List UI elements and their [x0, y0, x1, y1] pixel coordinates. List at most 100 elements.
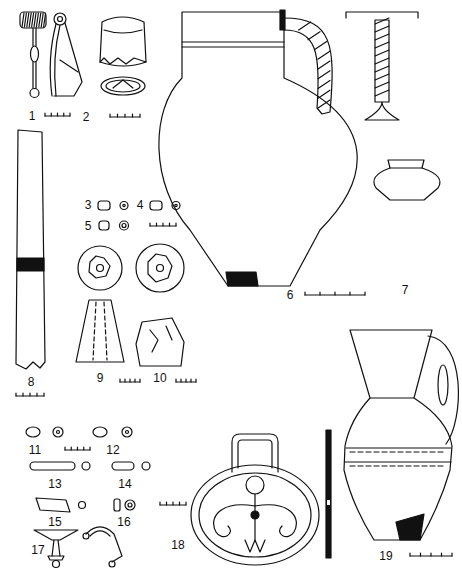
drawing-stroke [420, 553, 421, 556]
drawing-stroke [97, 265, 104, 272]
drawing-stroke [101, 77, 145, 95]
drawing-stroke [345, 461, 451, 462]
drawing-stroke [344, 330, 452, 540]
drawing-stroke [26, 427, 40, 437]
callout-number: 3 [84, 199, 93, 211]
drawing-stroke [82, 462, 90, 470]
drawing-stroke [17, 258, 44, 271]
drawing-stroke [106, 80, 140, 92]
drawing-stroke [139, 379, 140, 382]
drawing-stroke [126, 431, 129, 434]
drawing-stroke [346, 447, 451, 448]
drawing-stroke [428, 336, 458, 444]
drawing-stroke [375, 74, 389, 80]
drawing-stroke [159, 502, 160, 505]
drawing-stroke [76, 300, 124, 362]
callout-number: 5 [84, 220, 93, 232]
drawing-stroke [93, 302, 107, 360]
drawing-stroke [120, 202, 128, 210]
drawing-stroke [20, 12, 46, 28]
drawing-stroke [109, 561, 115, 567]
object-9 [76, 246, 124, 362]
drawing-stroke [375, 58, 389, 64]
drawing-stroke [199, 473, 311, 557]
drawing-stroke [43, 393, 44, 396]
drawing-stroke [375, 66, 389, 72]
drawing-stroke [438, 365, 448, 405]
drawing-stroke [50, 24, 60, 96]
drawing-stroke [349, 292, 350, 295]
drawing-stroke [113, 80, 133, 88]
drawing-stroke [112, 462, 134, 470]
drawing-stroke [58, 17, 63, 22]
callout-number: 16 [116, 516, 131, 528]
callout-number: 19 [378, 550, 393, 562]
drawing-stroke [29, 13, 31, 27]
drawing-stroke [109, 114, 110, 117]
drawing-stroke [299, 22, 311, 30]
drawing-stroke [90, 531, 110, 536]
drawing-stroke [375, 50, 389, 56]
drawing-stroke [166, 502, 167, 505]
pieces-15-16 [36, 498, 135, 512]
drawing-stroke [182, 46, 284, 47]
drawing-stroke [319, 292, 320, 295]
drawing-stroke [451, 553, 452, 556]
drawing-stroke [150, 326, 172, 352]
drawing-stroke [98, 201, 110, 210]
drawing-stroke [430, 553, 431, 556]
drawing-stroke [79, 502, 86, 509]
drawing-stroke [36, 393, 37, 396]
drawing-stroke [284, 18, 332, 114]
drawing-stroke [149, 223, 150, 226]
drawing-stroke [15, 393, 16, 396]
drawing-stroke [136, 244, 184, 292]
drawing-stroke [34, 13, 36, 27]
drawing-stroke [179, 502, 180, 505]
callout-number: 15 [47, 516, 62, 528]
drawing-stroke [375, 42, 389, 48]
drawing-stroke [375, 20, 389, 102]
drawing-stroke [334, 292, 335, 295]
drawing-stroke [318, 61, 330, 69]
drawing-stroke [238, 440, 272, 468]
drawing-stroke [22, 13, 24, 27]
drawing-stroke [33, 62, 36, 88]
drawing-stroke [304, 292, 305, 295]
drawing-stroke [99, 221, 109, 230]
drawing-stroke [350, 452, 446, 466]
drawing-stroke [375, 18, 389, 24]
drawing-stroke [78, 246, 122, 290]
drawing-stroke [48, 556, 64, 560]
drawing-stroke [57, 431, 60, 434]
drawing-stroke [172, 202, 180, 210]
drawing-stroke [125, 500, 135, 510]
drawing-stroke [175, 204, 177, 206]
jug-6 [159, 10, 418, 286]
callout-number: 4 [136, 199, 145, 211]
tube-8 [16, 130, 45, 369]
callout-number: 13 [47, 478, 62, 490]
drawing-stroke [175, 379, 176, 382]
drawing-stroke [77, 447, 78, 450]
callout-number: 9 [96, 372, 105, 384]
object-2 [100, 17, 146, 95]
drawing-stroke [117, 114, 118, 117]
callout-number: 11 [28, 444, 42, 456]
drawing-stroke [318, 100, 330, 108]
drawing-stroke [315, 42, 327, 50]
callout-number: 8 [27, 376, 36, 388]
drawing-stroke [29, 393, 30, 396]
drawing-stroke [255, 505, 296, 537]
drawing-stroke [32, 13, 34, 27]
pot-7 [374, 160, 440, 200]
drawing-stroke [162, 223, 163, 226]
drawing-stroke [159, 12, 357, 286]
drawing-stroke [93, 427, 107, 437]
drawing-stroke [53, 427, 63, 437]
drawing-stroke [44, 13, 46, 27]
drawing-stroke [30, 89, 39, 98]
drawing-stroke [142, 462, 150, 470]
pendant-18 [191, 430, 331, 565]
